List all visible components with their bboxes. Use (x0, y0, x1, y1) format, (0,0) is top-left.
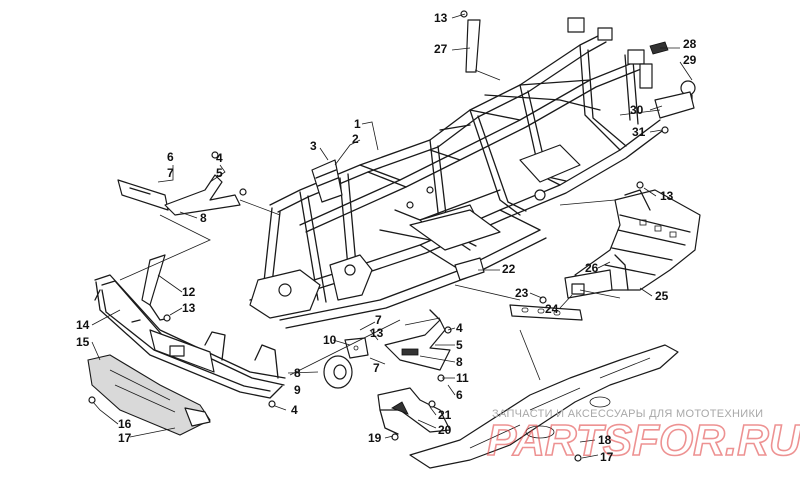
callout-17-left: 17 (118, 431, 132, 445)
callout-10: 10 (323, 333, 337, 347)
callout-13-mid: 13 (370, 326, 384, 340)
grab-bar-27 (460, 10, 481, 73)
front-bumper (94, 274, 286, 399)
callout-18: 18 (598, 433, 612, 447)
callout-4-low: 4 (291, 403, 298, 417)
callout-numbers: 1 2 3 13 27 28 29 30 31 6 7 4 5 8 13 22 … (76, 11, 697, 464)
callout-13-left: 13 (182, 301, 196, 315)
callout-28: 28 (683, 37, 697, 51)
callout-11: 11 (456, 371, 469, 385)
callout-16: 16 (118, 417, 132, 431)
rear-skid-plate (409, 344, 679, 469)
front-bracket-left (117, 179, 169, 211)
callout-9: 9 (294, 383, 301, 397)
horn (323, 355, 353, 389)
callout-8-top: 8 (200, 211, 207, 225)
horn-bracket (344, 337, 369, 359)
callout-6-mid: 6 (456, 388, 463, 402)
callout-6-top: 6 (167, 150, 174, 164)
callout-25: 25 (655, 289, 669, 303)
lower-support-20 (377, 387, 451, 435)
watermark-caption: ЗАПЧАСТИ И АКСЕССУАРЫ ДЛЯ МОТОТЕХНИКИ (492, 408, 763, 420)
mid-bracket (384, 309, 451, 371)
floorboard-right (574, 189, 701, 291)
slotted-bar (509, 304, 583, 321)
callout-8-mid: 8 (456, 355, 463, 369)
main-frame (249, 17, 667, 329)
callout-30: 30 (630, 103, 644, 117)
callout-23: 23 (515, 286, 529, 300)
callout-1: 1 (354, 117, 361, 131)
front-bracket-right (164, 174, 247, 216)
callout-7-mid: 7 (375, 313, 382, 327)
callout-13-right: 13 (660, 189, 674, 203)
callout-29: 29 (683, 53, 697, 67)
footrest-bracket (564, 254, 629, 299)
callout-24: 24 (545, 302, 559, 316)
callout-21: 21 (438, 408, 452, 422)
callout-leaders (91, 13, 693, 459)
callout-19: 19 (368, 431, 382, 445)
callout-13-top: 13 (434, 11, 448, 25)
callout-17-right: 17 (600, 450, 614, 464)
bumper-support (141, 254, 171, 321)
callout-7-low: 7 (373, 361, 380, 375)
callout-27: 27 (434, 42, 448, 56)
callout-4-mid: 4 (456, 321, 463, 335)
callout-15: 15 (76, 335, 90, 349)
callout-8-low: 8 (294, 366, 301, 380)
hitch-ball (649, 41, 696, 134)
callout-2: 2 (352, 132, 359, 146)
callout-14: 14 (76, 318, 90, 332)
callout-12: 12 (182, 285, 196, 299)
assembly-lines (119, 69, 661, 381)
callout-5-top: 5 (216, 166, 223, 180)
hardware-fasteners (88, 151, 644, 462)
front-skid-plate (87, 354, 211, 436)
callout-3: 3 (310, 139, 317, 153)
callout-5-mid: 5 (456, 338, 463, 352)
watermark: ЗАПЧАСТИ И АКСЕССУАРЫ ДЛЯ МОТОТЕХНИКИ PA… (486, 408, 800, 466)
callout-7-top: 7 (167, 166, 174, 180)
watermark-brand: PARTSFOR.RU (487, 416, 800, 465)
callout-31: 31 (632, 125, 646, 139)
callout-20: 20 (438, 423, 452, 437)
callout-22: 22 (502, 262, 516, 276)
callout-26: 26 (585, 261, 599, 275)
callout-4-top: 4 (216, 151, 223, 165)
